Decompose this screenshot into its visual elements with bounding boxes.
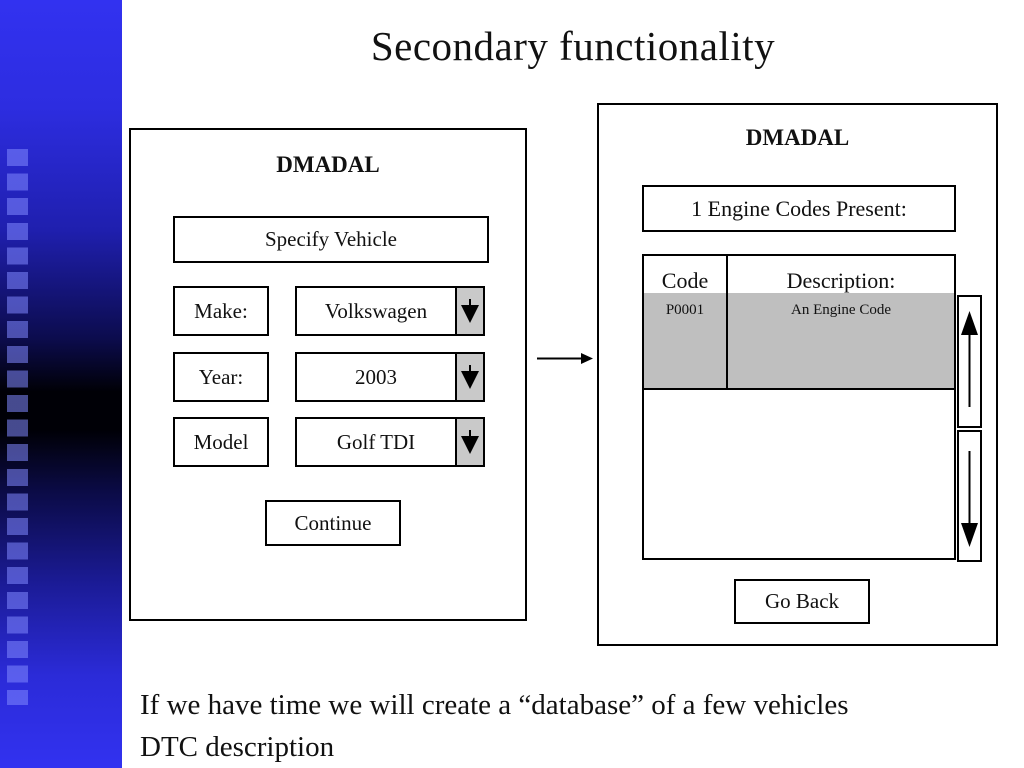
code-cell: P0001 <box>644 293 728 388</box>
dialog-title: DMADAL <box>276 152 380 177</box>
film-strip-pattern <box>7 149 28 705</box>
dialog-title: DMADAL <box>745 125 850 150</box>
year-value: 2003 <box>355 364 397 389</box>
make-dropdown[interactable]: Volkswagen <box>295 286 485 336</box>
year-label: Year: <box>173 352 269 402</box>
table-row[interactable]: P0001 An Engine Code <box>644 293 954 390</box>
scroll-down-icon <box>961 451 978 547</box>
flow-arrow-icon <box>537 353 593 364</box>
go-back-button[interactable]: Go Back <box>734 579 870 624</box>
dropdown-arrow-icon <box>461 365 479 389</box>
description-cell: An Engine Code <box>791 302 891 318</box>
specify-vehicle-header: Specify Vehicle <box>173 216 489 263</box>
year-dropdown[interactable]: 2003 <box>295 352 485 402</box>
sidebar-decoration <box>0 0 122 768</box>
scroll-up-button[interactable] <box>957 295 982 428</box>
scrollbar[interactable] <box>957 295 982 562</box>
engine-codes-header: 1 Engine Codes Present: <box>642 185 956 232</box>
footer-line: DTC description <box>140 731 335 763</box>
model-dropdown[interactable]: Golf TDI <box>295 417 485 467</box>
model-dropdown-button[interactable] <box>455 417 485 467</box>
table-header-row: Code Description: <box>644 256 954 295</box>
dropdown-arrow-icon <box>461 430 479 454</box>
engine-codes-dialog: DMADAL 1 Engine Codes Present: Code Desc… <box>597 103 998 646</box>
page-title: Secondary functionality <box>370 23 776 69</box>
continue-button[interactable]: Continue <box>265 500 401 546</box>
scroll-up-icon <box>961 310 978 407</box>
model-value: Golf TDI <box>336 429 416 454</box>
make-label: Make: <box>173 286 269 336</box>
codes-table: Code Description: P0001 An Engine Code <box>642 254 956 560</box>
description-column-header: Description: <box>786 268 896 293</box>
code-column-header: Code <box>644 256 728 293</box>
specify-vehicle-dialog: DMADAL Specify Vehicle Make: Volkswagen … <box>129 128 527 621</box>
dropdown-arrow-icon <box>461 299 479 323</box>
footer-line: If we have time we will create a “databa… <box>140 689 849 721</box>
model-label: Model <box>173 417 269 467</box>
scroll-down-button[interactable] <box>957 430 982 562</box>
footer-note: If we have time we will create a “databa… <box>140 684 1000 768</box>
make-value: Volkswagen <box>324 298 428 323</box>
year-dropdown-button[interactable] <box>455 352 485 402</box>
make-dropdown-button[interactable] <box>455 286 485 336</box>
